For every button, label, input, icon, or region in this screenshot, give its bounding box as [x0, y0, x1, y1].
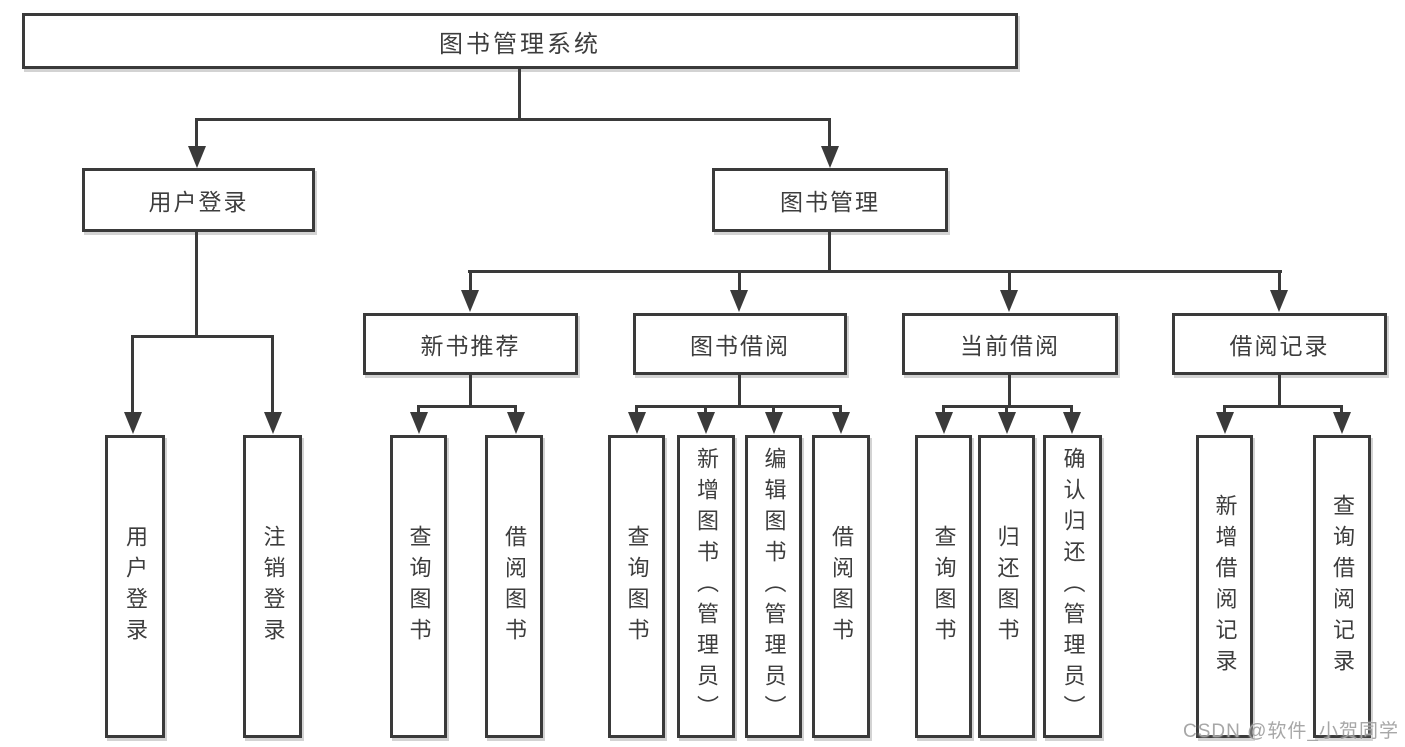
connector-line — [738, 375, 741, 405]
connector-line — [1223, 405, 1226, 414]
leaf-borrow-books-1: 借阅图书 — [485, 435, 543, 738]
node-label: 图书借阅 — [690, 333, 790, 359]
connector-line — [195, 232, 198, 335]
connector-line — [518, 69, 521, 118]
connector-line — [1278, 375, 1281, 405]
leaf-query-books-2: 查询图书 — [608, 435, 665, 738]
leaf-add-borrow-record: 新增借阅记录 — [1196, 435, 1253, 738]
arrow-down-icon — [832, 412, 850, 434]
arrow-down-icon — [507, 412, 525, 434]
connector-line — [1070, 405, 1073, 414]
node-label: 当前借阅 — [960, 333, 1060, 359]
node-book-borrowing: 图书借阅 — [633, 313, 847, 375]
connector-line — [1008, 270, 1011, 292]
connector-line — [704, 405, 707, 414]
leaf-logout: 注销登录 — [243, 435, 302, 738]
connector-line — [942, 405, 945, 414]
connector-line — [1223, 405, 1343, 408]
leaf-edit-books-admin: 编辑图书（管理员） — [745, 435, 802, 738]
node-label: 图书管理 — [780, 189, 880, 215]
node-new-book-recommendation: 新书推荐 — [363, 313, 578, 375]
arrow-down-icon — [998, 412, 1016, 434]
leaf-label: 借阅图书 — [502, 524, 527, 649]
arrow-down-icon — [765, 412, 783, 434]
connector-line — [828, 232, 831, 270]
node-label: 新书推荐 — [420, 333, 521, 359]
connector-line — [1005, 405, 1008, 414]
arrow-down-icon — [188, 146, 206, 168]
leaf-label: 注销登录 — [260, 524, 286, 649]
connector-line — [772, 405, 775, 414]
leaf-label: 查询借阅记录 — [1330, 493, 1355, 680]
node-borrowing-records: 借阅记录 — [1172, 313, 1387, 375]
connector-line — [195, 118, 198, 150]
node-book-management: 图书管理 — [712, 168, 948, 232]
leaf-confirm-return-admin: 确认归还（管理员） — [1043, 435, 1102, 738]
arrow-down-icon — [697, 412, 715, 434]
connector-line — [131, 335, 134, 414]
arrow-down-icon — [264, 412, 282, 434]
leaf-label: 新增借阅记录 — [1212, 493, 1238, 680]
connector-line — [417, 405, 420, 414]
leaf-label: 编辑图书（管理员） — [761, 447, 787, 726]
connector-line — [271, 335, 274, 414]
leaf-label: 归还图书 — [994, 524, 1020, 649]
node-label: 借阅记录 — [1229, 333, 1330, 359]
leaf-label: 借阅图书 — [829, 524, 854, 649]
arrow-down-icon — [1270, 290, 1288, 312]
arrow-down-icon — [461, 290, 479, 312]
connector-line — [1278, 270, 1281, 292]
connector-line — [469, 270, 472, 292]
arrow-down-icon — [410, 412, 428, 434]
leaf-query-books-3: 查询图书 — [915, 435, 972, 738]
arrow-down-icon — [1333, 412, 1351, 434]
arrow-down-icon — [821, 146, 839, 168]
connector-line — [738, 270, 741, 292]
connector-line — [514, 405, 517, 414]
leaf-query-borrow-record: 查询借阅记录 — [1313, 435, 1371, 738]
connector-line — [839, 405, 842, 414]
arrow-down-icon — [935, 412, 953, 434]
node-library-management-system: 图书管理系统 — [22, 13, 1018, 69]
arrow-down-icon — [1063, 412, 1081, 434]
node-label: 用户登录 — [148, 189, 249, 215]
leaf-label: 确认归还（管理员） — [1060, 447, 1086, 726]
connector-line — [468, 270, 1282, 273]
connector-line — [1008, 375, 1011, 405]
connector-line — [1340, 405, 1343, 414]
csdn-watermark: CSDN @软件_小贺同学 — [1183, 721, 1399, 742]
leaf-query-books-1: 查询图书 — [390, 435, 447, 738]
arrow-down-icon — [1000, 290, 1018, 312]
leaf-borrow-books-2: 借阅图书 — [812, 435, 870, 738]
leaf-label: 新增图书（管理员） — [694, 447, 719, 726]
leaf-user-login: 用户登录 — [105, 435, 165, 738]
connector-line — [828, 118, 831, 150]
leaf-label: 查询图书 — [624, 524, 650, 649]
leaf-label: 查询图书 — [931, 524, 957, 649]
leaf-label: 用户登录 — [123, 524, 148, 649]
node-label: 图书管理系统 — [439, 30, 601, 58]
connector-line — [635, 405, 842, 408]
leaf-add-books-admin: 新增图书（管理员） — [677, 435, 735, 738]
arrow-down-icon — [1216, 412, 1234, 434]
connector-line — [417, 405, 517, 408]
arrow-down-icon — [628, 412, 646, 434]
connector-line — [195, 118, 831, 121]
leaf-return-books: 归还图书 — [978, 435, 1035, 738]
connector-line — [469, 375, 472, 405]
arrow-down-icon — [124, 412, 142, 434]
node-user-login: 用户登录 — [82, 168, 315, 232]
connector-line — [635, 405, 638, 414]
leaf-label: 查询图书 — [406, 524, 432, 649]
connector-line — [131, 335, 274, 338]
arrow-down-icon — [730, 290, 748, 312]
node-current-borrowing: 当前借阅 — [902, 313, 1118, 375]
